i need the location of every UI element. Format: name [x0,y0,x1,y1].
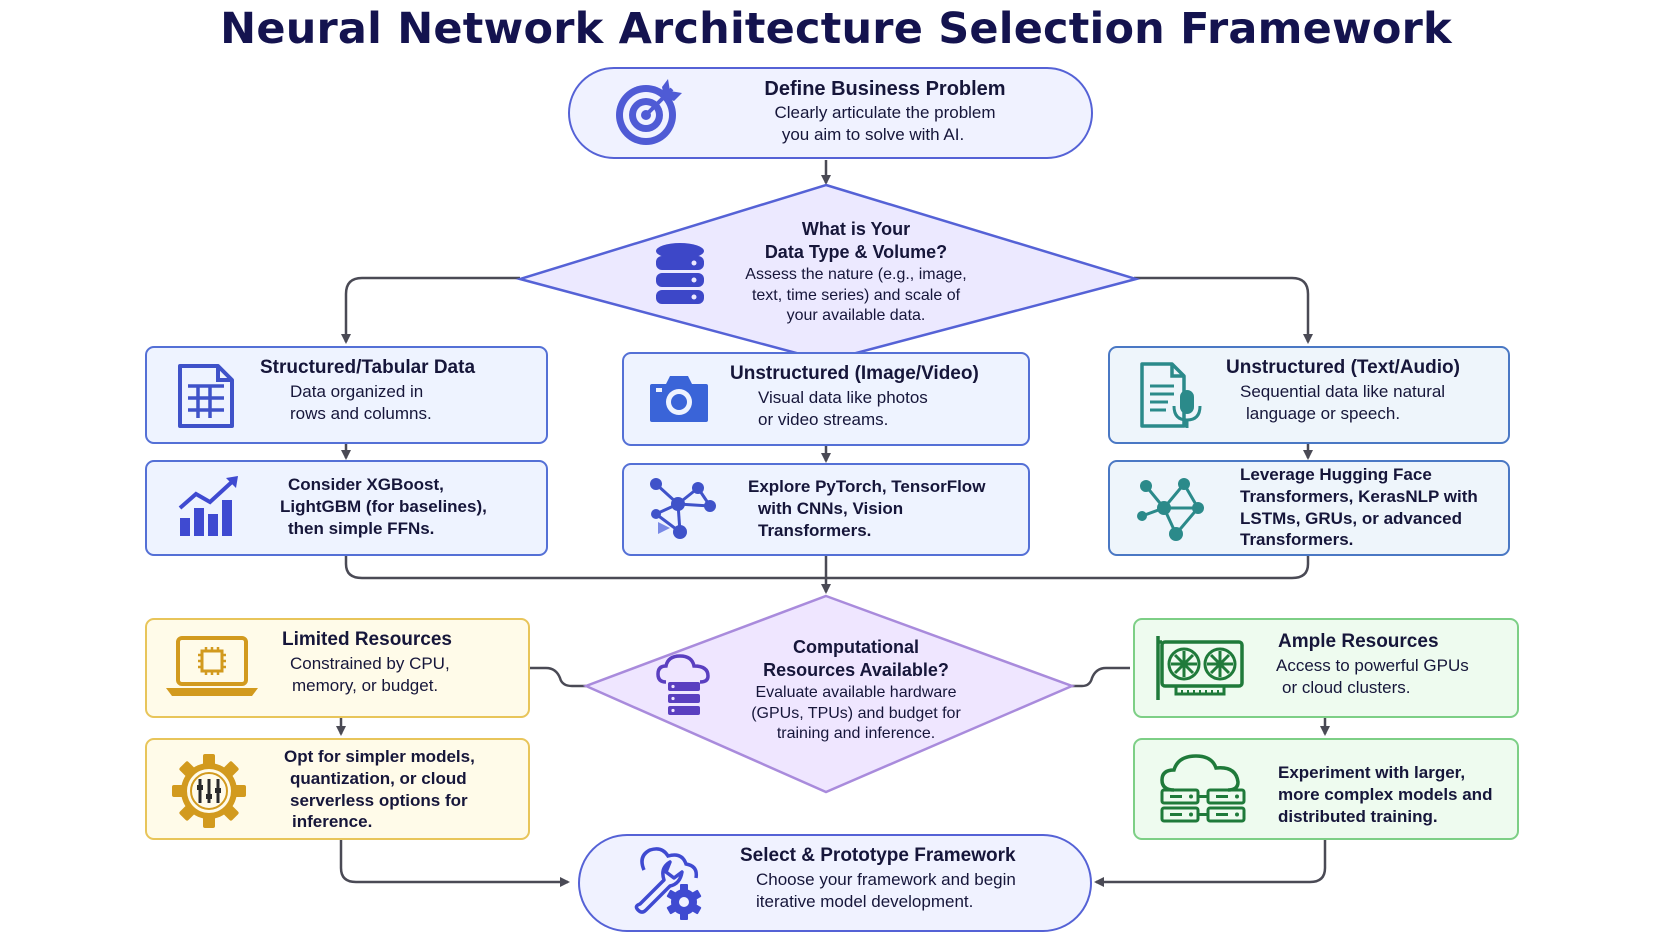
compute-decision-desc-line: training and inference. [776,725,936,743]
structured-action-line: then simple FFNs. [288,519,435,539]
wrench-gear-icon [634,847,702,920]
ample-resources-title: Ample Resources [1278,631,1439,652]
network-graph-icon [650,478,716,539]
define-title: Define Business Problem [764,78,1006,100]
compute-decision-desc-line: Evaluate available hardware [755,683,957,701]
image-video-desc-line: or video streams. [758,409,889,429]
compute-decision-title-line: Computational [793,637,919,657]
text-audio-title: Unstructured (Text/Audio) [1226,357,1460,378]
text-audio-action-line: LSTMs, GRUs, or advanced [1240,508,1462,528]
limited-resources-desc-line: memory, or budget. [292,675,439,695]
text-audio-desc-line: language or speech. [1246,403,1401,423]
structured-action-line: LightGBM (for baselines), [280,497,487,517]
cloud-servers-icon [656,654,710,715]
limited-action-line: Opt for simpler models, [284,747,475,766]
network-graph-icon [1137,478,1204,541]
text-audio-action-line: Transformers, KerasNLP with [1240,486,1478,506]
text-audio-action-line: Leverage Hugging Face [1240,465,1432,484]
compute-decision-title-line: Resources Available? [763,660,949,681]
image-video-desc-line: Visual data like photos [758,387,928,407]
data-decision-title-line: Data Type & Volume? [764,242,948,263]
document-microphone-icon [1140,362,1202,428]
spreadsheet-icon [178,364,234,428]
data-decision-desc-line: Assess the nature (e.g., image, [745,265,967,283]
text-audio-desc-line: Sequential data like natural [1240,381,1446,401]
bar-chart-growth-icon [178,476,238,536]
select-framework-desc-line: iterative model development. [756,891,974,911]
image-video-action-line: Transformers. [758,521,872,541]
structured-title: Structured/Tabular Data [260,357,476,378]
limited-action-line: serverless options for [290,790,468,810]
compute-decision-desc-line: (GPUs, TPUs) and budget for [751,704,961,722]
limited-resources-node [145,618,530,718]
text-audio-action-line: Transformers. [1240,530,1354,550]
compute-decision-diamond [582,594,1076,794]
structured-action-node [145,460,548,556]
structured-action-line: Consider XGBoost, [288,475,444,494]
limited-resources-title: Limited Resources [282,629,452,650]
data-decision-desc-line: your available data. [786,307,926,325]
image-video-action-node [622,463,1030,556]
data-decision-desc-line: text, time series) and scale of [751,286,961,304]
target-icon [616,79,682,145]
structured-desc-line: Data organized in [290,381,424,401]
laptop-chip-icon [166,636,258,696]
structured-desc-line: rows and columns. [290,403,432,423]
image-video-title: Unstructured (Image/Video) [730,363,979,384]
database-icon [656,243,704,304]
limited-action-line: quantization, or cloud [290,768,467,788]
gear-sliders-icon [172,754,246,828]
limited-action-line: inference. [292,812,373,832]
cloud-server-icon [1160,754,1246,823]
data-decision-title-line: What is Your [801,219,911,239]
image-video-action-line: with CNNs, Vision [758,499,904,519]
ample-action-line: Experiment with larger, [1278,763,1466,782]
ample-action-line: distributed training. [1278,806,1438,826]
ample-action-line: more complex models and [1278,784,1493,804]
select-framework-title: Select & Prototype Framework [740,845,1016,866]
define-desc-line: you aim to solve with AI. [781,125,965,145]
select-framework-desc-line: Choose your framework and begin [756,869,1016,889]
image-video-action-line: Explore PyTorch, TensorFlow [748,477,986,496]
gpu-card-icon [1156,636,1244,700]
limited-resources-desc-line: Constrained by CPU, [290,653,450,673]
page-title: Neural Network Architecture Selection Fr… [220,4,1452,54]
define-desc-line: Clearly articulate the problem [774,103,996,122]
ample-resources-desc-line: Access to powerful GPUs [1276,655,1469,675]
camera-icon [650,376,708,422]
ample-resources-desc-line: or cloud clusters. [1282,677,1411,697]
